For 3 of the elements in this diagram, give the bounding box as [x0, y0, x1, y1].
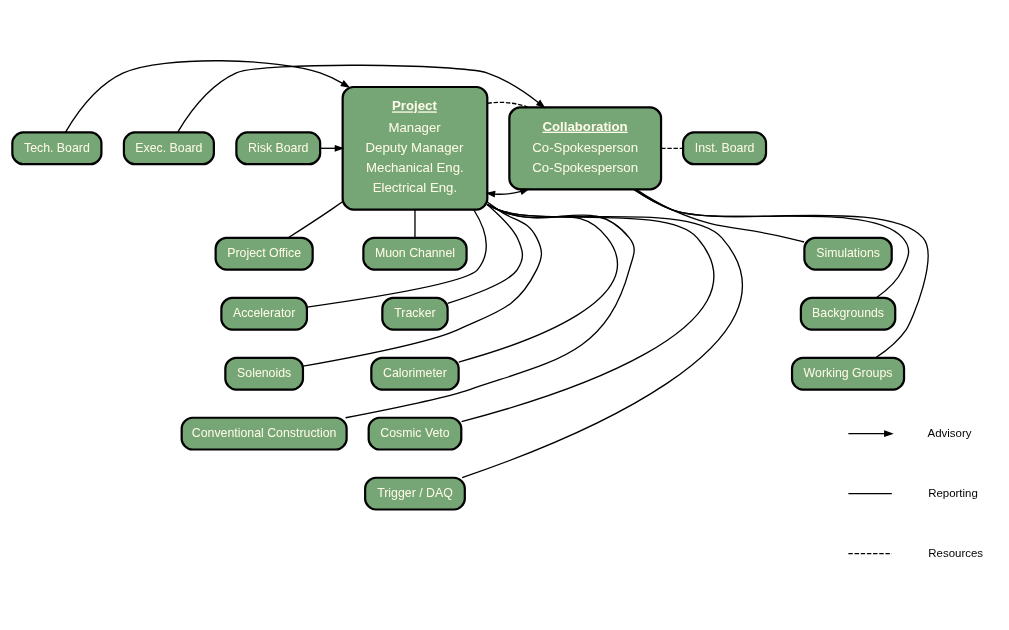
legend-label: Resources — [928, 546, 984, 559]
legend-label: Reporting — [928, 486, 978, 499]
legend-label: Advisory — [927, 426, 972, 439]
